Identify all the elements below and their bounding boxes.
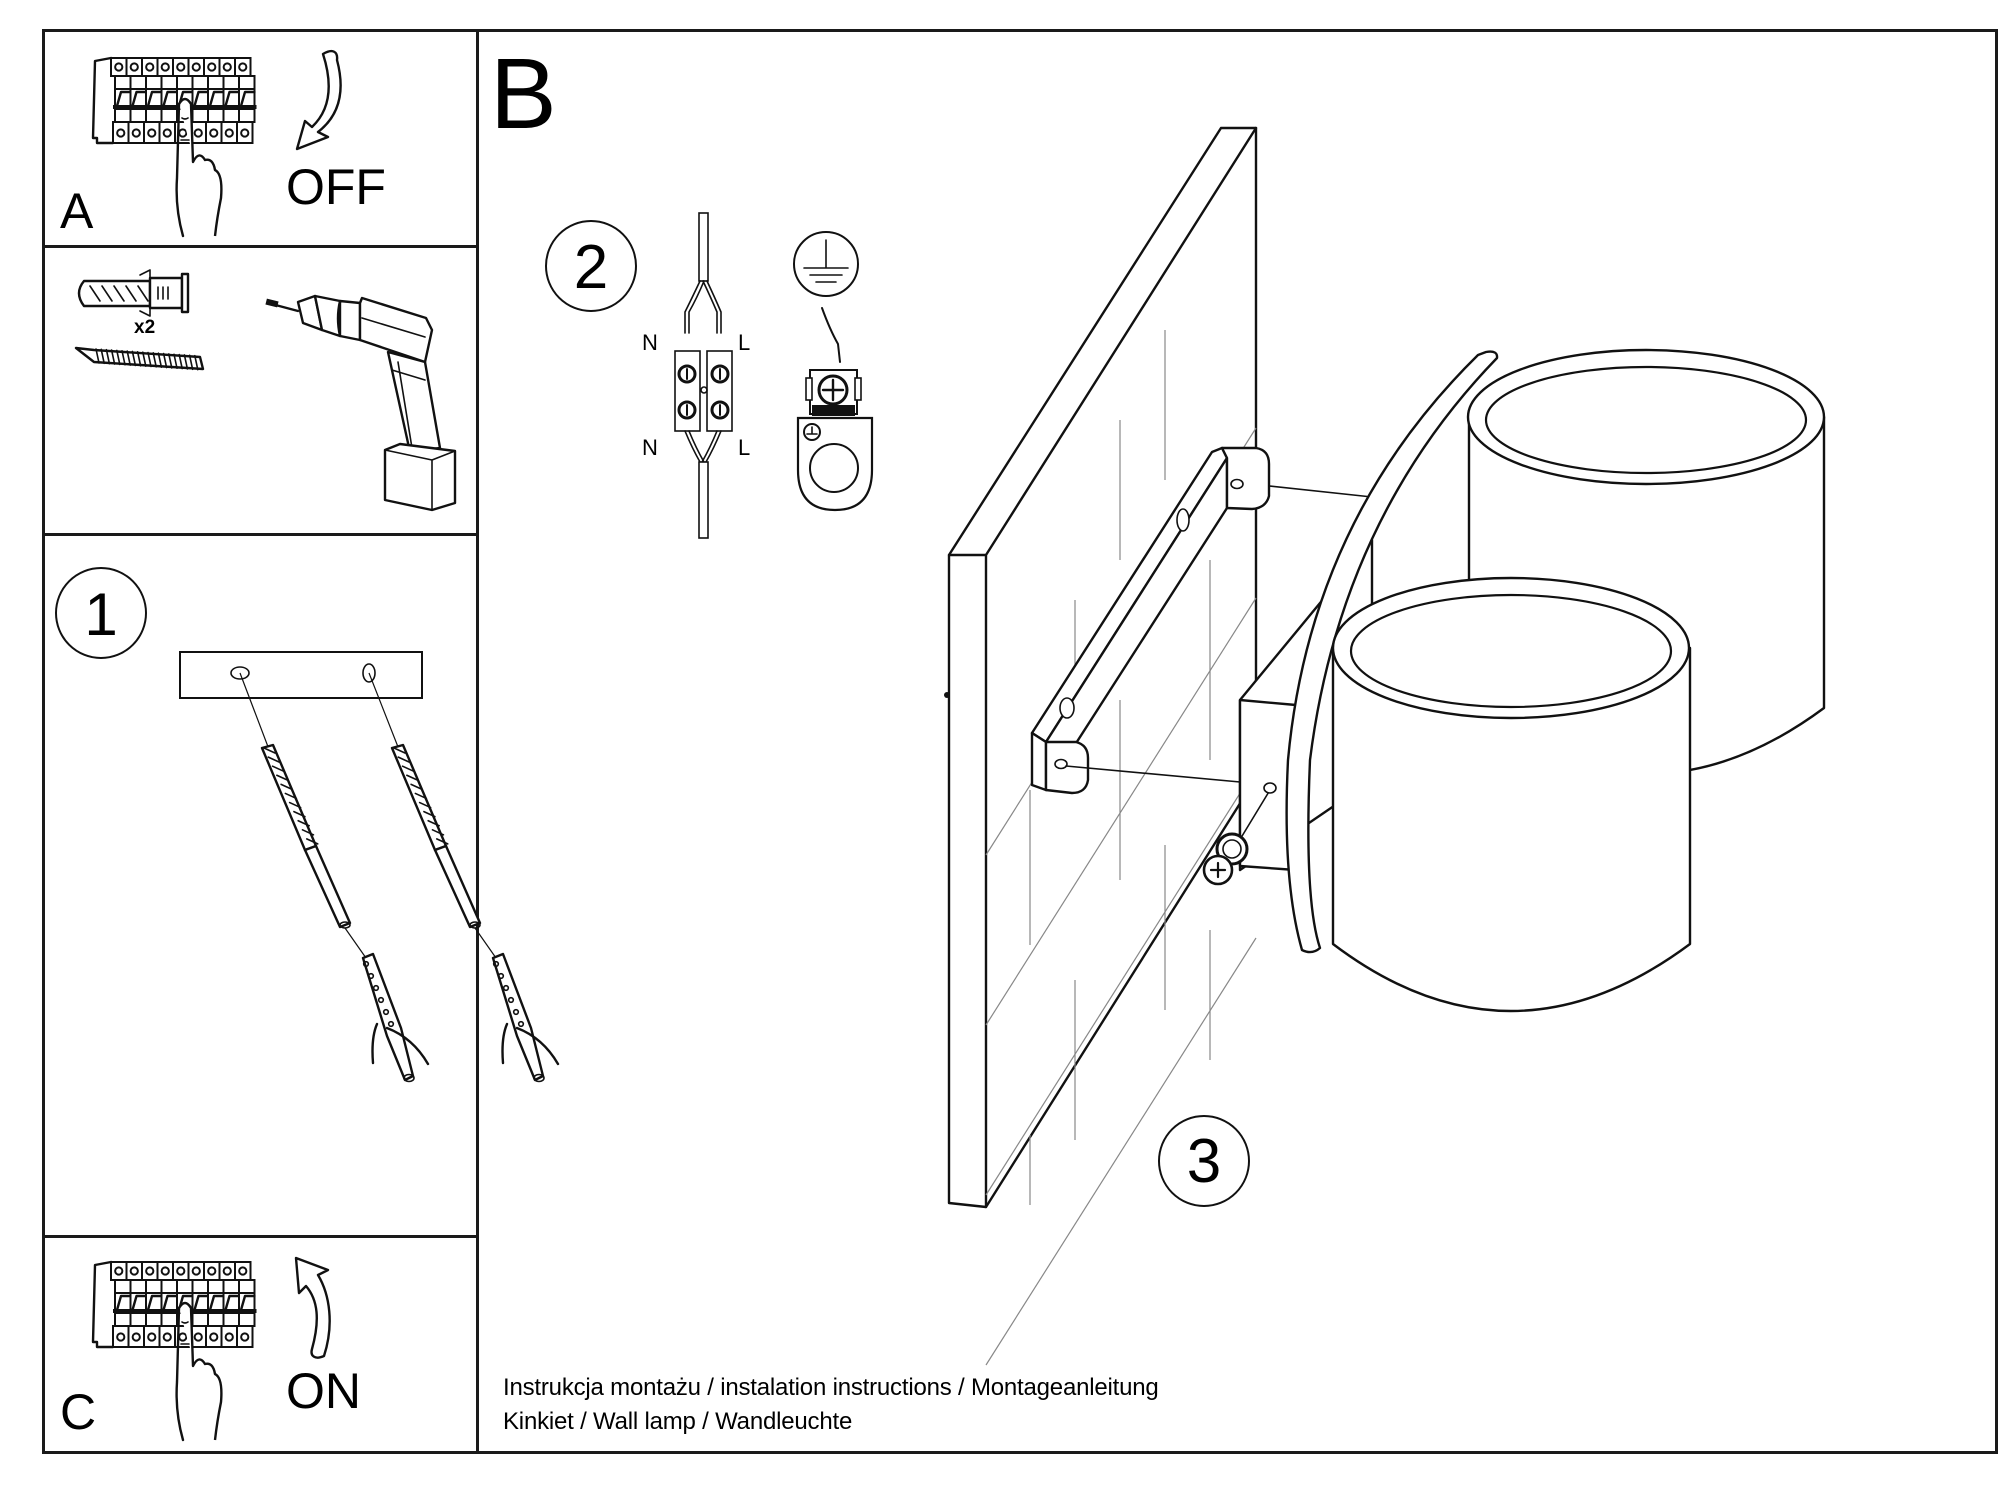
footer-subtitle: Kinkiet / Wall lamp / Wandleuchte	[503, 1408, 853, 1435]
panel-a-letter: A	[60, 183, 94, 239]
panel-b-letter: B	[490, 38, 557, 150]
neutral-bottom-label: N	[642, 435, 658, 460]
panel-tools-frame	[42, 245, 479, 536]
live-bottom-label: L	[738, 435, 751, 460]
neutral-top-label: N	[642, 330, 658, 355]
live-top-label: L	[738, 330, 751, 355]
off-label: OFF	[286, 159, 386, 215]
step-1-number: 1	[84, 581, 118, 648]
quantity-label: x2	[134, 317, 156, 338]
footer-title: Instrukcja montażu / instalation instruc…	[503, 1374, 1159, 1401]
step-2-number: 2	[573, 233, 609, 302]
on-label: ON	[286, 1363, 361, 1419]
panel-c-letter: C	[60, 1384, 97, 1440]
step-3-number: 3	[1186, 1127, 1222, 1196]
panel-c-frame	[42, 1235, 479, 1454]
